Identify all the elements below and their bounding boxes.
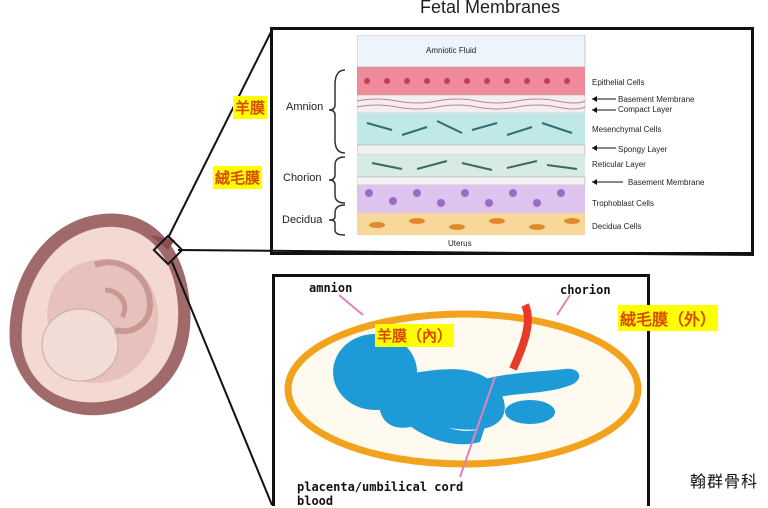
compact-layer-label: Compact Layer xyxy=(618,105,673,114)
reticular-layer-label: Reticular Layer xyxy=(592,160,646,169)
epithelial-label: Epithelial Cells xyxy=(592,78,645,87)
amnion-chinese-tag: 羊膜 xyxy=(233,96,268,119)
side-brackets xyxy=(328,69,346,236)
amnion-inner-tag: 羊膜（內） xyxy=(375,324,455,347)
label-arrows xyxy=(592,96,623,185)
uterus-label: Uterus xyxy=(448,239,472,248)
zoom-marker xyxy=(152,234,184,266)
chorion-side-label: Chorion xyxy=(283,172,322,184)
watermark-text: 翰群骨科 xyxy=(689,472,758,491)
mesenchymal-label: Mesenchymal Cells xyxy=(592,125,662,134)
trophoblast-label: Trophoblast Cells xyxy=(592,199,654,208)
membrane-layers-panel xyxy=(270,27,754,255)
pregnant-uterus-illustration xyxy=(9,213,191,416)
amnion-bottom-label: amnion xyxy=(309,281,353,295)
chorion-outer-tag: 絨毛膜（外） xyxy=(618,305,719,331)
basement-membrane-label-1: Basement Membrane xyxy=(618,95,695,104)
placenta-label: placenta/umbilical cord xyxy=(297,480,464,494)
fetus-in-membranes-illustration xyxy=(284,294,642,478)
fetus-membrane-panel xyxy=(272,274,650,506)
chorion-chinese-tag: 絨毛膜 xyxy=(213,166,263,189)
diagram-title: Fetal Membranes xyxy=(419,0,561,17)
decidua-side-label: Decidua xyxy=(282,214,323,226)
basement-membrane-label-2: Basement Membrane xyxy=(628,178,705,187)
amnion-side-label: Amnion xyxy=(286,101,324,113)
decidua-cells-label: Decidua Cells xyxy=(592,222,642,231)
amniotic-fluid-label: Amniotic Fluid xyxy=(426,46,477,55)
chorion-bottom-label: chorion xyxy=(560,283,611,297)
spongy-layer-label: Spongy Layer xyxy=(618,145,668,154)
placenta-label-line2: blood xyxy=(297,494,334,508)
layer-stack xyxy=(357,35,586,235)
